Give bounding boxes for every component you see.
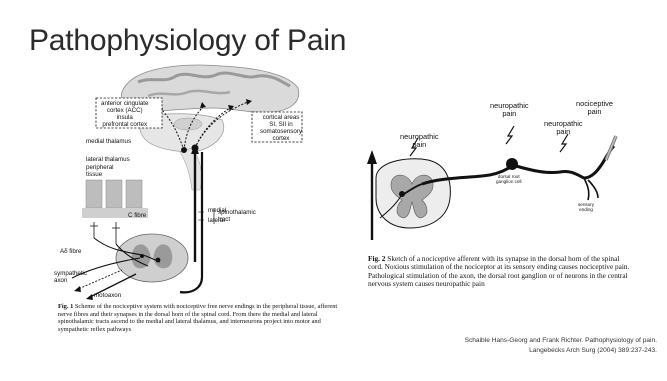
neuropathic-pain-1-label: neuropathic pain (400, 133, 439, 149)
peripheral-tissue-line-2: tissue (86, 171, 114, 178)
neuropathic-3-line-2: pain (544, 128, 583, 136)
nociceptive-pain-label: nociceptive pain (576, 100, 613, 116)
cortical-line-4: cortex (260, 135, 302, 142)
figure-2-caption-text: Sketch of a nociceptive afferent with it… (368, 254, 629, 288)
figure-1-caption-text: Scheme of the nociceptive system with no… (58, 303, 337, 333)
acc-label-box: anterior cingulate cortex (ACC) insula p… (101, 100, 148, 128)
lateral-thalamus-label: lateral thalamus (86, 156, 130, 163)
figure-2-caption: Fig. 2 Sketch of a nociceptive afferent … (368, 255, 630, 288)
spinothalamic-line-2: tract (218, 216, 256, 223)
acc-line-3: insula (101, 114, 148, 121)
figure-1-caption-label: Fig. 1 (58, 303, 73, 310)
slide-title: Pathophysiology of Pain (29, 24, 346, 58)
citation-line-2: Langebecks Arch Surg (2004) 389:237-243. (297, 346, 657, 356)
spinothalamic-tract-label: spinothalamic tract (218, 209, 256, 223)
nociceptive-line-2: pain (576, 108, 613, 116)
cortical-label-box: cortical areas SI, SII in somatosensory … (260, 114, 302, 142)
sympathetic-line-2: axon (54, 277, 87, 284)
cortical-line-1: cortical areas (260, 114, 302, 121)
cortical-line-2: SI, SII in (260, 121, 302, 128)
citation-line-1: Schaible Hans-Georg and Frank Richter. P… (297, 336, 657, 346)
citation: Schaible Hans-Georg and Frank Richter. P… (297, 336, 657, 355)
drg-cell-label: dorsal root ganglion cell (496, 174, 522, 184)
sympathetic-line-1: sympathetic (54, 270, 87, 277)
neuropathic-pain-2-label: neuropathic pain (490, 102, 529, 118)
spinothalamic-line-1: spinothalamic (218, 209, 256, 216)
cortical-line-3: somatosensory (260, 128, 302, 135)
neuropathic-1-line-2: pain (400, 141, 439, 149)
acc-line-1: anterior cingulate (101, 100, 148, 107)
c-fibre-label: C fibre (128, 212, 146, 219)
acc-line-4: prefrontal cortex (101, 121, 148, 128)
drg-line-2: ganglion cell (496, 179, 522, 184)
sensory-ending-label: sensory ending (578, 202, 594, 212)
figure-1-caption: Fig. 1 Scheme of the nociceptive system … (58, 303, 338, 333)
figure-1-drawing (52, 62, 342, 302)
neuropathic-pain-3-label: neuropathic pain (544, 120, 583, 136)
sensory-ending-line-2: ending (578, 207, 594, 212)
acc-line-2: cortex (ACC) (101, 107, 148, 114)
peripheral-tissue-line-1: peripheral (86, 164, 114, 171)
neuropathic-2-line-2: pain (490, 110, 529, 118)
sympathetic-axon-label: sympathetic axon (54, 270, 87, 284)
peripheral-tissue-label: peripheral tissue (86, 164, 114, 178)
figure-2-nociceptive-afferent: neuropathic pain neuropathic pain neurop… (366, 122, 624, 250)
figure-1-nociceptive-system: anterior cingulate cortex (ACC) insula p… (52, 62, 342, 302)
medial-thalamus-label: medial thalamus (86, 138, 131, 145)
motoaxon-label: motoaxon (94, 292, 121, 299)
a-delta-fibre-label: Aδ fibre (60, 248, 81, 255)
